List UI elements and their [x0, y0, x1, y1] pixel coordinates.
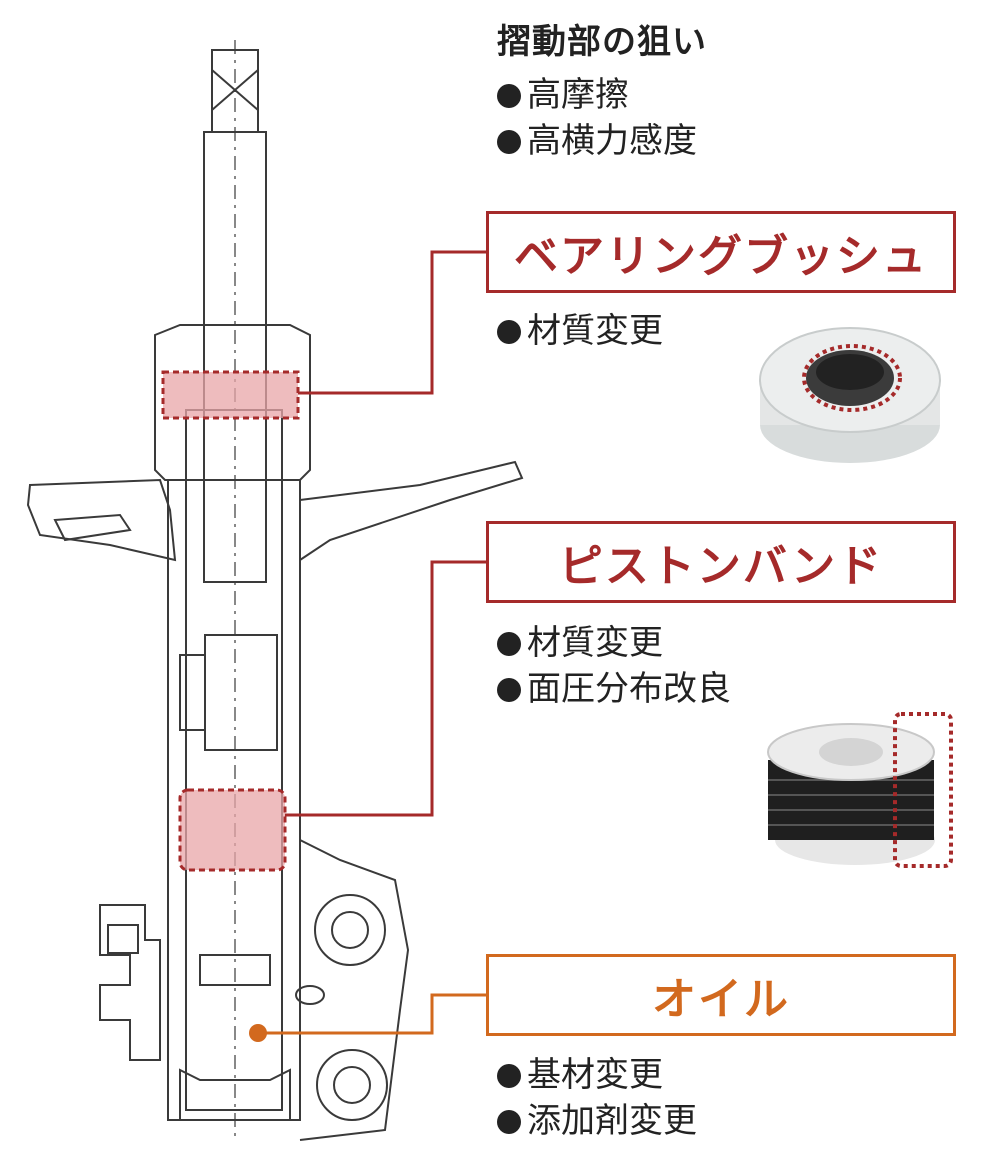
bullet-icon [497, 130, 521, 154]
bullet-icon [497, 84, 521, 108]
upper-housing [154, 324, 311, 481]
bullet-icon [497, 1110, 521, 1134]
bearing-bush-label: ベアリングブッシュ [486, 211, 956, 293]
piston-band-items: 材質変更 面圧分布改良 [497, 620, 731, 712]
bullet-icon [497, 320, 521, 344]
list-item: 高横力感度 [497, 118, 697, 164]
spring-seat [26, 478, 177, 562]
piston-band-label: ピストンバンド [486, 521, 956, 603]
piston-band-highlight [178, 788, 287, 872]
bearing-bush-photo [759, 327, 941, 463]
list-item: 材質変更 [497, 308, 663, 354]
bearing-bush-items: 材質変更 [497, 308, 663, 354]
inner-tube [185, 409, 283, 1111]
list-item: 添加剤変更 [497, 1098, 697, 1144]
oil-items: 基材変更 添加剤変更 [497, 1052, 697, 1144]
list-item: 基材変更 [497, 1052, 697, 1098]
bullet-icon [497, 632, 521, 656]
bullet-icon [497, 1064, 521, 1088]
list-item: 高摩擦 [497, 72, 697, 118]
bullet-icon [497, 678, 521, 702]
list-item: 材質変更 [497, 620, 731, 666]
piston-band-photo-mark [893, 712, 953, 868]
oil-label: オイル [486, 954, 956, 1036]
aims-title: 摺動部の狙い [497, 22, 707, 62]
aims-list: 高摩擦 高横力感度 [497, 72, 697, 164]
knuckle-bracket [299, 839, 410, 1141]
bearing-bush-photo-mark [802, 344, 902, 412]
list-item: 面圧分布改良 [497, 666, 731, 712]
bearing-bush-highlight [161, 370, 300, 420]
piston-band-photo [767, 712, 953, 868]
